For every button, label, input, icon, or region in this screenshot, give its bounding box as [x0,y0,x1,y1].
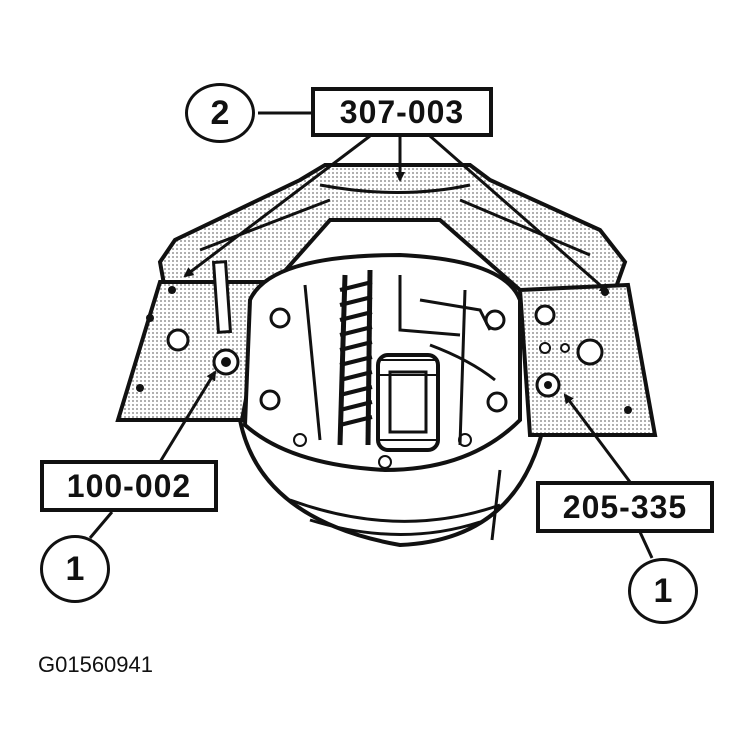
callout-2: 2 [185,83,255,143]
figure-id: G01560941 [38,652,153,677]
leader-lines [88,111,654,559]
callout-2-number: 2 [210,93,230,132]
holding-fixture [157,163,628,292]
callout-1-left: 1 [40,535,110,603]
callout-1-right: 1 [628,558,698,624]
tool-label-307-003: 307-003 [311,87,493,137]
tool-label-right-text: 205-335 [562,488,688,525]
tool-label-left-text: 100-002 [66,467,192,504]
differential-case [242,252,522,473]
tool-label-100-002: 100-002 [40,460,218,512]
callout-1-left-number: 1 [65,549,85,588]
tool-label-205-335: 205-335 [536,481,714,533]
right-mounting-plate [517,282,658,437]
tool-label-top-text: 307-003 [339,93,465,130]
left-mounting-plate [115,260,271,422]
callout-1-right-number: 1 [653,571,673,610]
